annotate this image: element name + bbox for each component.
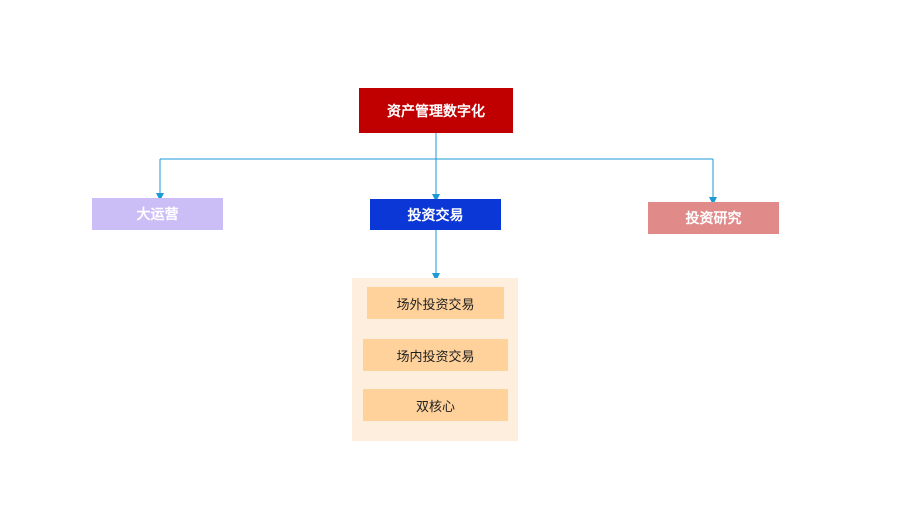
branch-node-trading-label: 投资交易	[407, 207, 464, 224]
branch-node-operations-label: 大运营	[136, 207, 179, 223]
subitem-dual-core: 双核心	[363, 389, 508, 421]
subitem-exchange-trading-label: 场内投资交易	[396, 349, 475, 365]
subitem-dual-core-label: 双核心	[415, 399, 455, 415]
root-node-label: 资产管理数字化	[387, 103, 485, 120]
branch-node-research-label: 投资研究	[685, 211, 742, 227]
subitem-otc-trading-label: 场外投资交易	[396, 297, 475, 313]
subitem-exchange-trading: 场内投资交易	[363, 339, 508, 371]
branch-node-operations: 大运营	[92, 198, 223, 230]
root-node: 资产管理数字化	[359, 88, 513, 133]
branch-node-research: 投资研究	[648, 202, 779, 234]
branch-node-trading: 投资交易	[370, 199, 501, 230]
subitem-otc-trading: 场外投资交易	[367, 287, 504, 319]
